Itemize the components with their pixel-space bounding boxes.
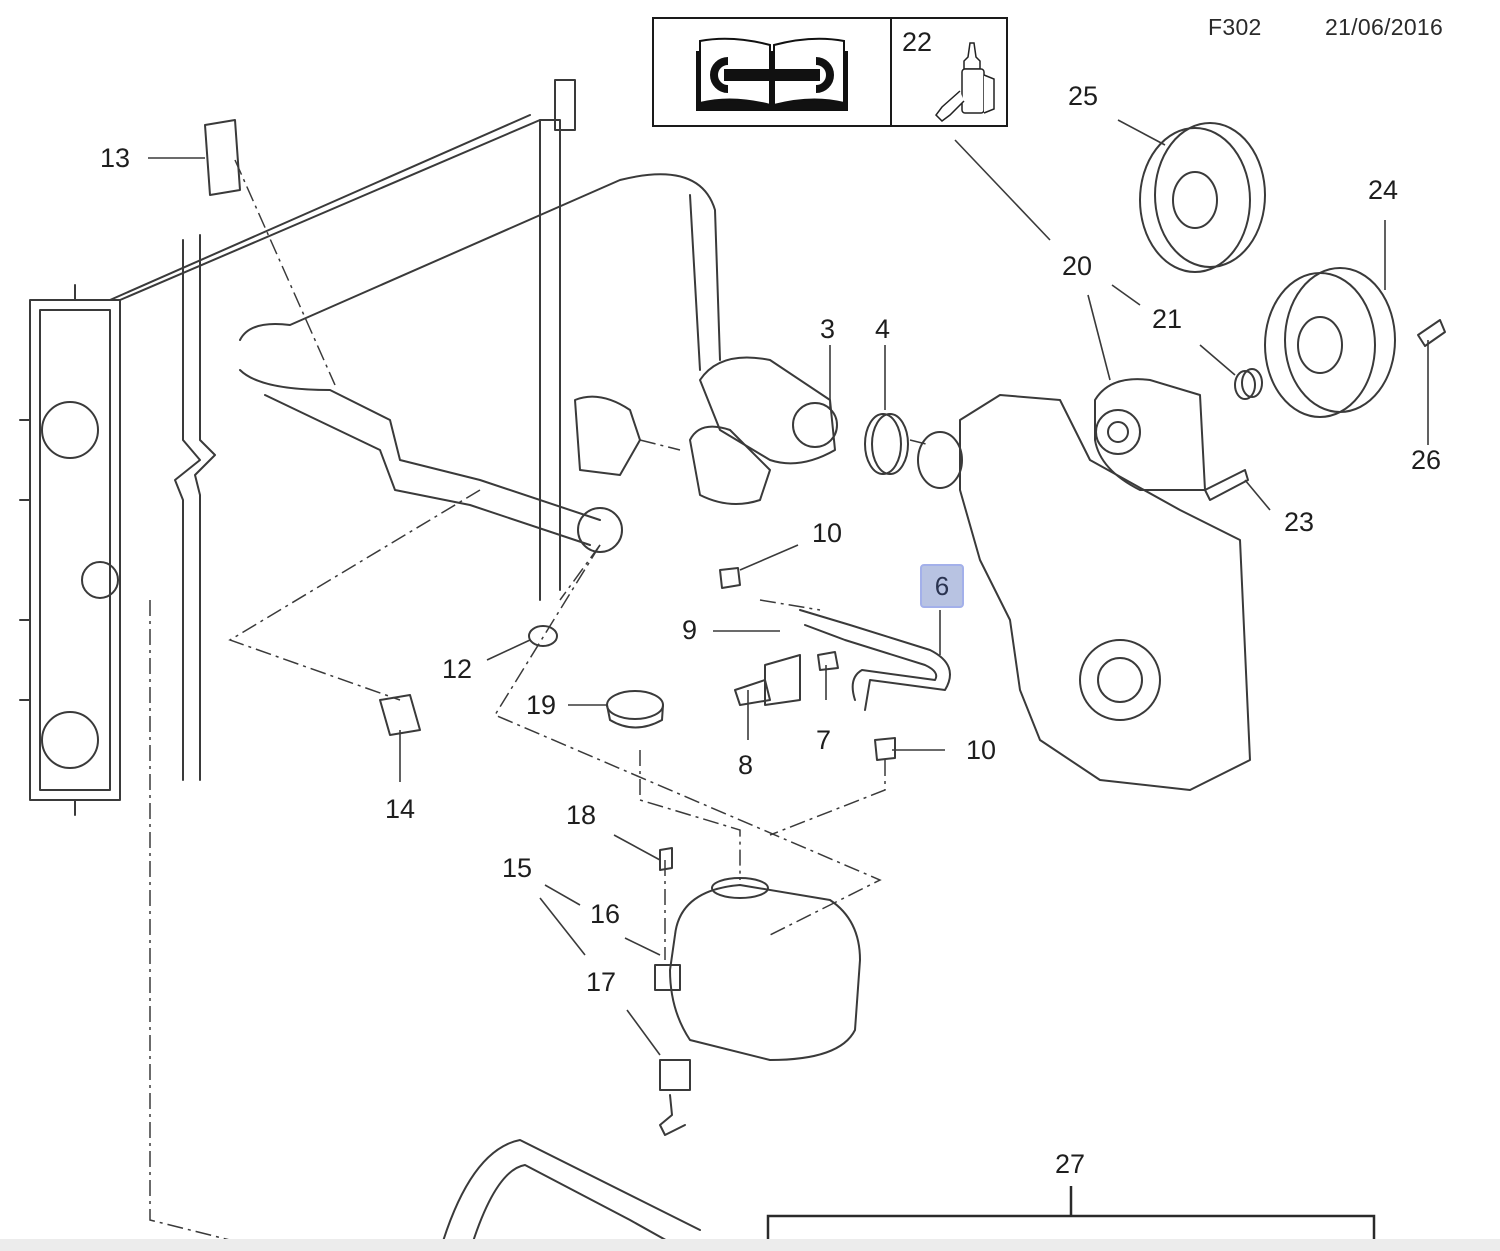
filler-cap bbox=[606, 690, 664, 729]
clip-10-upper bbox=[719, 567, 741, 589]
clip-7 bbox=[817, 651, 839, 671]
diagram-code: F302 bbox=[1208, 14, 1262, 40]
clip-14 bbox=[379, 694, 421, 736]
lower-hose bbox=[439, 1139, 701, 1251]
hose-6 bbox=[799, 609, 951, 711]
callout-3[interactable]: 3 bbox=[820, 314, 836, 344]
expansion-tank bbox=[654, 877, 861, 1061]
callout-10-lower[interactable]: 10 bbox=[966, 735, 997, 765]
bolt-23 bbox=[1204, 469, 1249, 501]
legend-divider bbox=[890, 19, 892, 125]
callout-15[interactable]: 15 bbox=[502, 853, 533, 883]
callout-18[interactable]: 18 bbox=[566, 800, 597, 830]
callout-16[interactable]: 16 bbox=[590, 899, 621, 929]
bracket-8 bbox=[764, 654, 801, 706]
callout-23[interactable]: 23 bbox=[1284, 507, 1315, 537]
callout-12[interactable]: 12 bbox=[442, 654, 473, 684]
callout-6-highlighted[interactable]: 6 bbox=[920, 564, 964, 608]
bottom-scroll-edge bbox=[0, 1239, 1500, 1251]
callout-17[interactable]: 17 bbox=[586, 967, 617, 997]
phantom-lines bbox=[149, 159, 931, 1246]
clip-18 bbox=[659, 847, 673, 871]
callout-13[interactable]: 13 bbox=[100, 143, 131, 173]
clip-10-lower bbox=[874, 737, 896, 761]
repair-manual-icon bbox=[696, 37, 848, 111]
clamp-12 bbox=[528, 625, 558, 647]
break-lines bbox=[174, 234, 216, 781]
callout-9[interactable]: 9 bbox=[682, 615, 698, 645]
thermostat-housing bbox=[574, 395, 909, 476]
callout-14[interactable]: 14 bbox=[385, 794, 416, 824]
water-pump bbox=[1094, 378, 1206, 491]
bolt-26 bbox=[1417, 319, 1446, 347]
callout-24[interactable]: 24 bbox=[1368, 175, 1399, 205]
legend-box: 22 bbox=[652, 17, 1008, 127]
leader-lines bbox=[148, 119, 1429, 1056]
upper-hose bbox=[239, 173, 838, 553]
callout-27[interactable]: 27 bbox=[1055, 1149, 1086, 1179]
callout-4[interactable]: 4 bbox=[875, 314, 891, 344]
idler-21 bbox=[1234, 368, 1263, 400]
callout-21[interactable]: 21 bbox=[1152, 304, 1183, 334]
callout-25[interactable]: 25 bbox=[1068, 81, 1099, 111]
bracket-27 bbox=[766, 1186, 1376, 1251]
radiator bbox=[19, 79, 576, 816]
level-sensor bbox=[659, 1059, 691, 1136]
callout-26[interactable]: 26 bbox=[1411, 445, 1442, 475]
adhesive-ref-label: 22 bbox=[902, 27, 933, 57]
pulley-25 bbox=[1139, 122, 1266, 273]
callout-19[interactable]: 19 bbox=[526, 690, 557, 720]
callout-8[interactable]: 8 bbox=[738, 750, 754, 780]
clip-13 bbox=[204, 119, 241, 196]
pulley-24 bbox=[1264, 267, 1396, 418]
callout-7[interactable]: 7 bbox=[816, 725, 832, 755]
callout-10-upper[interactable]: 10 bbox=[812, 518, 843, 548]
timing-cover bbox=[917, 394, 1251, 791]
diagram-date: 21/06/2016 bbox=[1325, 14, 1444, 40]
callout-20[interactable]: 20 bbox=[1062, 251, 1093, 281]
adhesive-bottle-icon bbox=[935, 42, 995, 122]
